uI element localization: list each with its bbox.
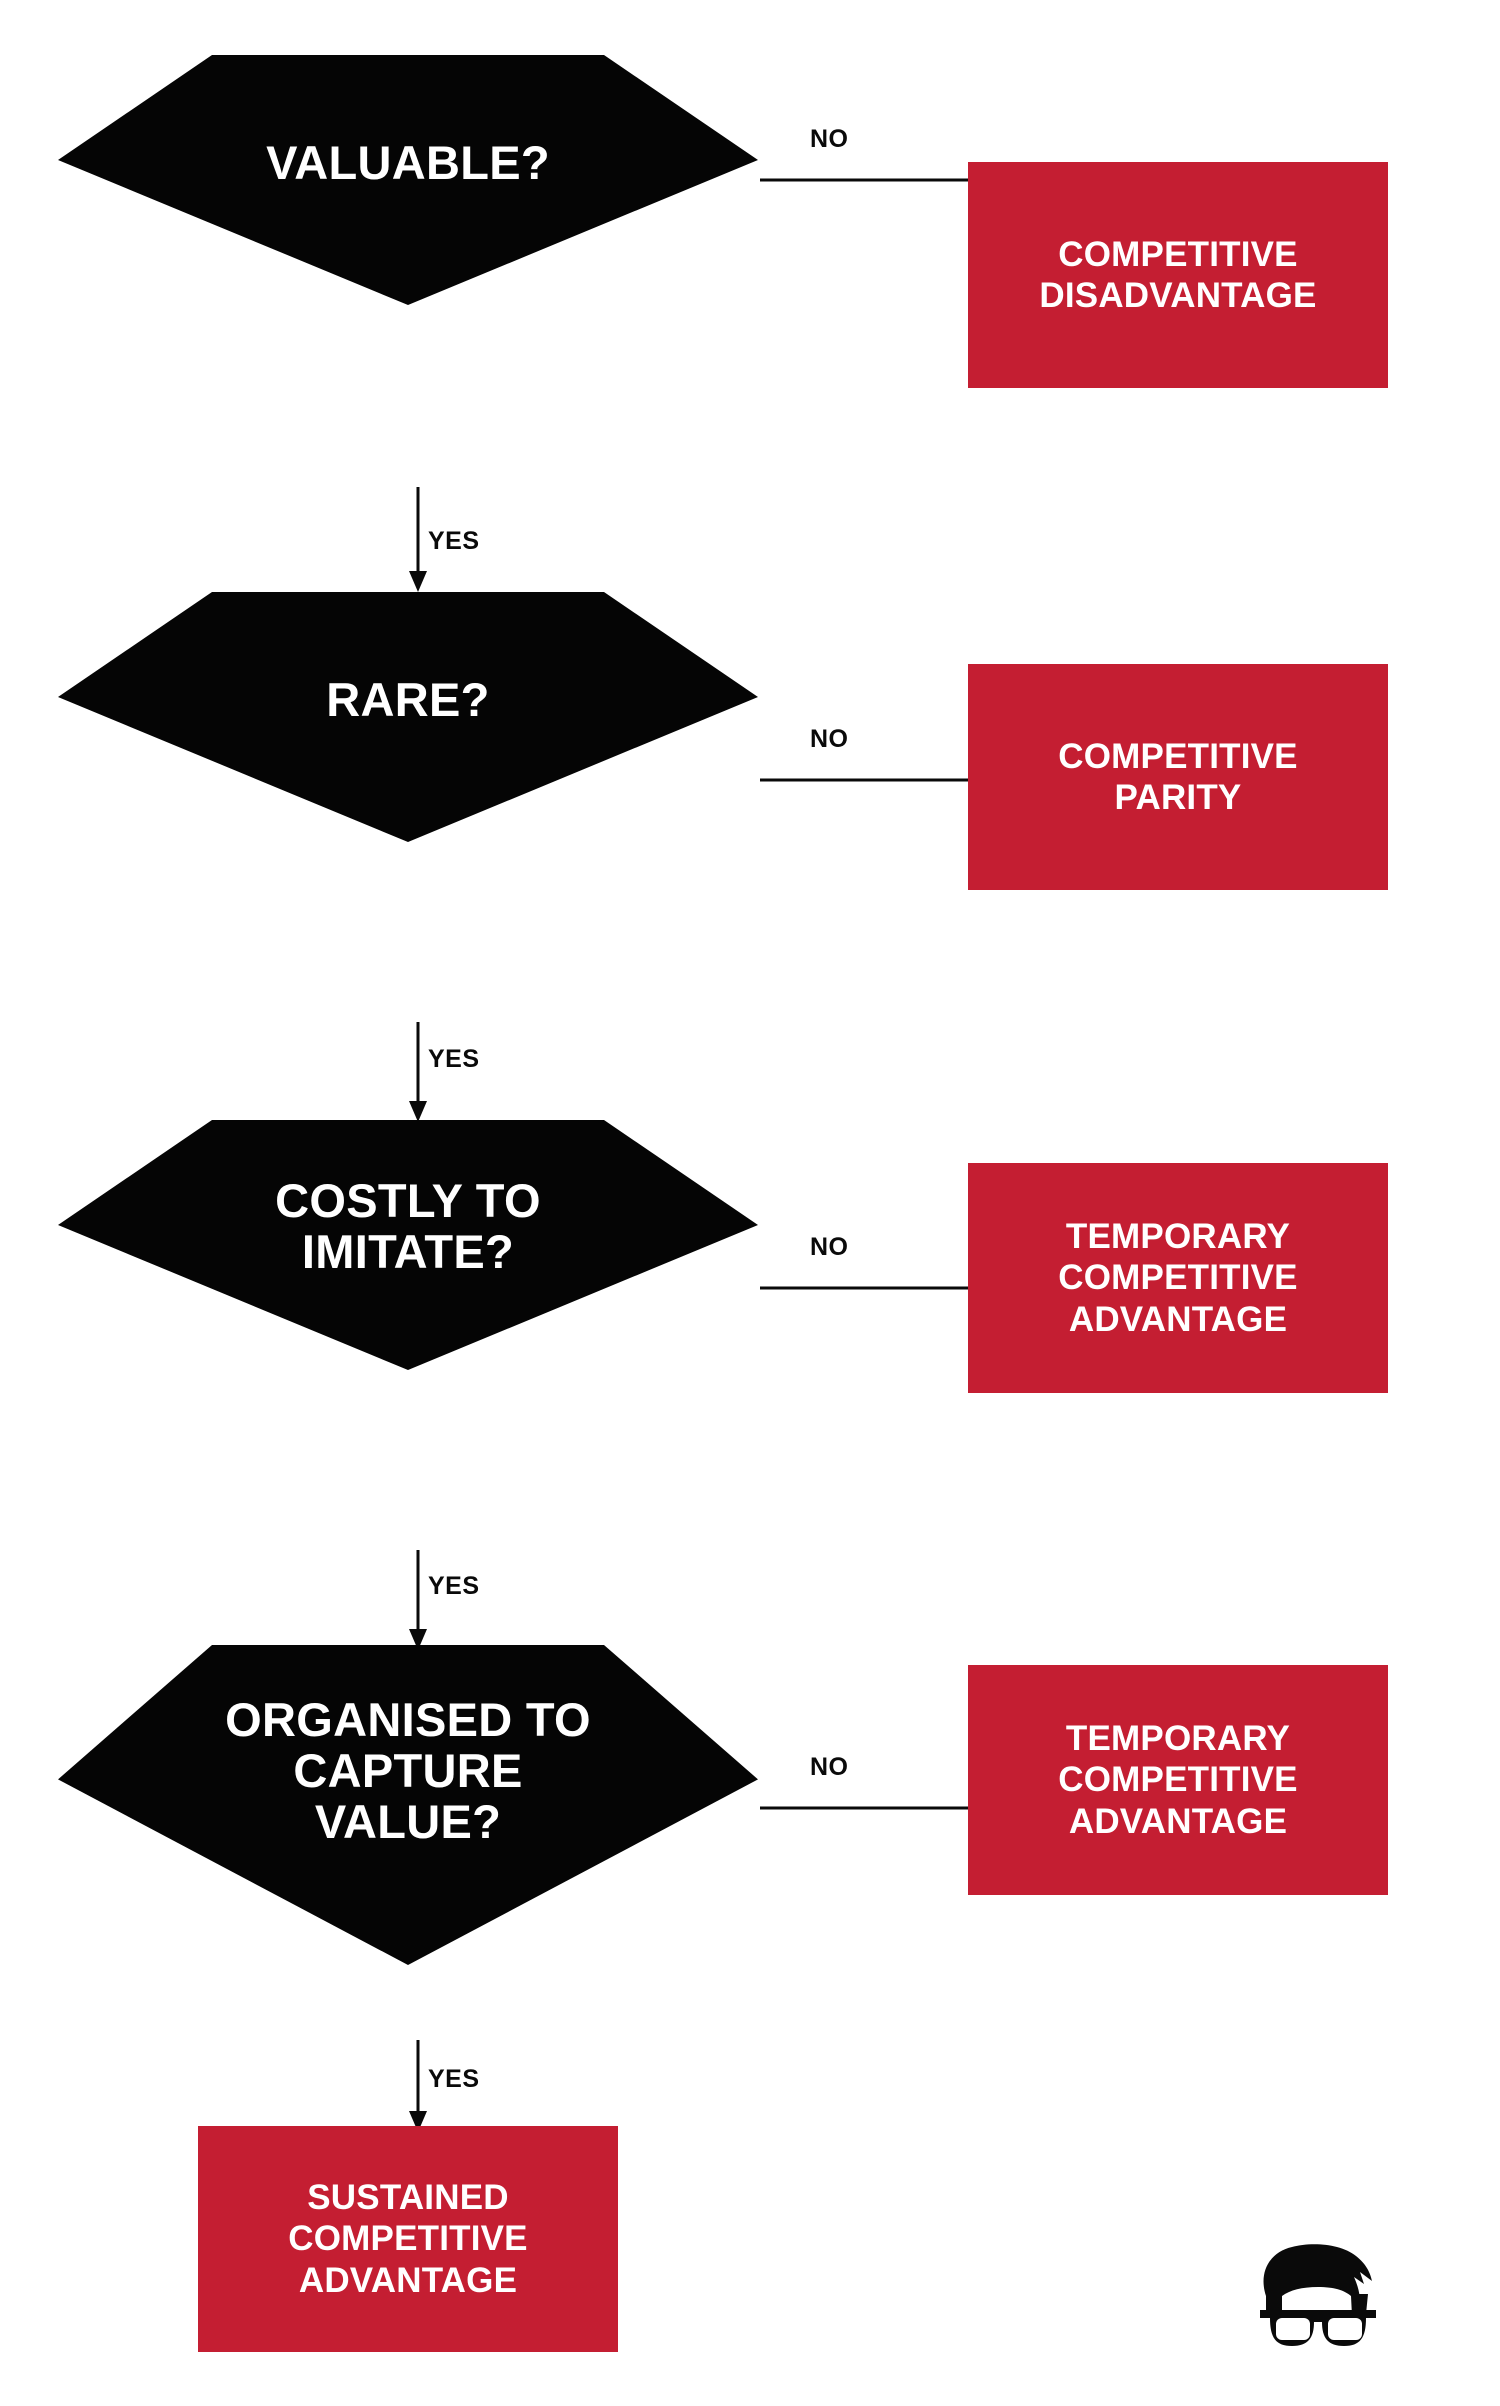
outcome-sustained-competitive-advantage-label: SUSTAINED COMPETITIVE ADVANTAGE	[288, 2178, 528, 2300]
edge-label-no-3: NO	[810, 1233, 849, 1261]
decision-node-organised-to-capture-value-label: ORGANISED TO CAPTURE VALUE?	[225, 1693, 591, 1848]
outcome-temporary-competitive-advantage-1-label: TEMPORARY COMPETITIVE ADVANTAGE	[1058, 1217, 1298, 1339]
decision-node-costly-to-imitate-label: COSTLY TO IMITATE?	[275, 1174, 541, 1278]
outcome-competitive-parity-label: COMPETITIVE PARITY	[1058, 736, 1298, 817]
decision-node-valuable-label: VALUABLE?	[266, 136, 550, 189]
edge-label-no-1: NO	[810, 125, 849, 153]
edge-label-no-4: NO	[810, 1753, 849, 1781]
outcome-temporary-competitive-advantage-2[interactable]: TEMPORARY COMPETITIVE ADVANTAGE	[968, 1665, 1388, 1895]
decision-node-rare[interactable]: RARE?	[58, 592, 758, 842]
edge-label-yes-4: YES	[428, 2065, 480, 2093]
connector-yes-3	[398, 1550, 438, 1650]
outcome-competitive-parity[interactable]: COMPETITIVE PARITY	[968, 664, 1388, 890]
connector-yes-1	[398, 487, 438, 592]
connector-no-2	[760, 760, 990, 800]
connector-yes-2	[398, 1022, 438, 1122]
outcome-competitive-disadvantage[interactable]: COMPETITIVE DISADVANTAGE	[968, 162, 1388, 388]
edge-label-yes-1: YES	[428, 527, 480, 555]
decision-node-valuable[interactable]: VALUABLE?	[58, 55, 758, 305]
connector-no-3	[760, 1268, 990, 1308]
outcome-temporary-competitive-advantage-1[interactable]: TEMPORARY COMPETITIVE ADVANTAGE	[968, 1163, 1388, 1393]
outcome-competitive-disadvantage-label: COMPETITIVE DISADVANTAGE	[1039, 234, 1317, 315]
outcome-temporary-competitive-advantage-2-label: TEMPORARY COMPETITIVE ADVANTAGE	[1058, 1719, 1298, 1841]
edge-label-yes-2: YES	[428, 1045, 480, 1073]
connector-no-4	[760, 1788, 990, 1828]
decision-node-organised-to-capture-value[interactable]: ORGANISED TO CAPTURE VALUE?	[58, 1645, 758, 1965]
edge-label-no-2: NO	[810, 725, 849, 753]
connector-no-1	[760, 160, 990, 200]
decision-node-rare-label: RARE?	[326, 673, 490, 726]
face-with-glasses-icon	[1260, 2244, 1376, 2346]
outcome-sustained-competitive-advantage[interactable]: SUSTAINED COMPETITIVE ADVANTAGE	[198, 2126, 618, 2352]
face-with-glasses-logo	[1248, 2238, 1388, 2368]
connector-yes-4	[398, 2040, 438, 2132]
edge-label-yes-3: YES	[428, 1572, 480, 1600]
decision-node-costly-to-imitate[interactable]: COSTLY TO IMITATE?	[58, 1120, 758, 1370]
